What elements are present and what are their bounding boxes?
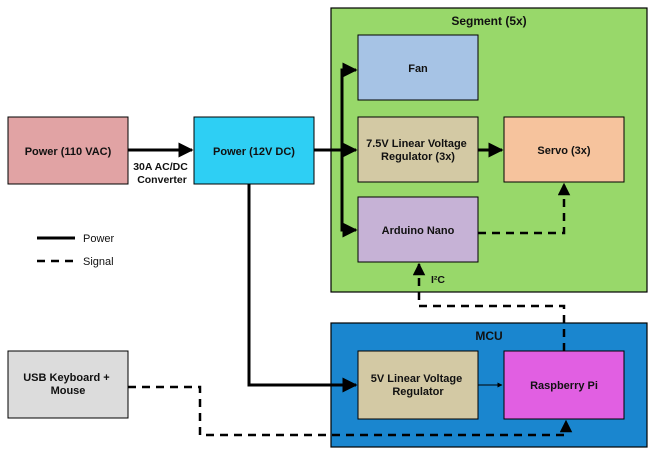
servo-label: Servo (3x) [537, 145, 591, 157]
svg-text:Servo (3x): Servo (3x) [537, 145, 591, 157]
svg-text:Power (110 VAC): Power (110 VAC) [25, 146, 112, 158]
usb-keyboard-mouse-label-line2: Mouse [51, 385, 86, 397]
power-110vac-box [7, 116, 129, 185]
i2c-label: I²C [431, 274, 445, 286]
power-12vdc-block: Power (12V DC) [193, 116, 315, 185]
segment-group-title: Segment (5x) [451, 14, 526, 28]
power-12vdc-label: Power (12V DC) [213, 146, 295, 158]
converter-label-line2: Converter [137, 174, 187, 186]
svg-text:Power (12V DC): Power (12V DC) [213, 146, 295, 158]
regulator-7v5-label-line2: Regulator (3x) [381, 151, 455, 163]
signal-line-usb-to-rpi [128, 385, 573, 437]
power-line-bus-to-fan [340, 62, 358, 150]
power-line-12-to-regulator-5v [247, 184, 358, 393]
power-12vdc-box [193, 116, 315, 185]
svg-text:Raspberry Pi: Raspberry Pi [530, 380, 598, 392]
legend-signal-label: Signal [83, 256, 114, 268]
power-110vac-block: Power (110 VAC) [7, 116, 129, 185]
arduino-nano-label: Arduino Nano [382, 225, 455, 237]
legend-power-label: Power [83, 233, 115, 245]
regulator-5v-block: 5V Linear Voltage Regulator [357, 350, 479, 420]
signal-line-arduino-to-servo [478, 182, 571, 235]
mcu-group-title: MCU [475, 329, 502, 343]
fan-block: Fan [357, 34, 479, 101]
svg-text:5V Linear Voltage Regula: 5V Linear Voltage Regulator [371, 373, 466, 398]
regulator-7v5-block: 7.5V Linear Voltage Regulator (3x) [357, 116, 479, 183]
servo-block: Servo (3x) [503, 116, 625, 183]
svg-text:Arduino Nano: Arduino Nano [382, 225, 455, 237]
power-connections [128, 62, 504, 393]
converter-label-line1: 30A AC/DC [133, 161, 188, 173]
arduino-nano-block: Arduino Nano [357, 196, 479, 263]
fan-label: Fan [408, 63, 428, 75]
svg-text:7.5V Linear Voltage Regu: 7.5V Linear Voltage Regulator (3x) [366, 138, 470, 163]
signal-line-rpi-to-arduino-i2c [412, 262, 566, 351]
raspberry-pi-block: Raspberry Pi [503, 350, 625, 420]
regulator-7v5-box [357, 116, 479, 183]
regulator-7v5-label-line1: 7.5V Linear Voltage [366, 138, 467, 150]
power-110vac-label: Power (110 VAC) [25, 146, 112, 158]
raspberry-pi-label: Raspberry Pi [530, 380, 598, 392]
regulator-5v-box [357, 350, 479, 420]
regulator-5v-label-line2: Regulator [392, 386, 444, 398]
legend: Power Signal [37, 233, 115, 268]
fan-box [357, 34, 479, 101]
arduino-nano-box [357, 196, 479, 263]
raspberry-pi-box [503, 350, 625, 420]
servo-box [503, 116, 625, 183]
svg-text:Fan: Fan [408, 63, 428, 75]
svg-text:30A AC/DC Converter: 30A AC/DC Converter [133, 161, 191, 186]
svg-text:USB Keyboard + Mouse: USB Keyboard + Mouse [23, 372, 113, 397]
power-line-bus-to-arduino [340, 150, 358, 238]
usb-keyboard-mouse-box [7, 350, 129, 419]
usb-keyboard-mouse-label-line1: USB Keyboard + [23, 372, 110, 384]
usb-keyboard-mouse-block: USB Keyboard + Mouse [7, 350, 129, 419]
signal-connections [128, 182, 573, 437]
regulator-5v-label-line1: 5V Linear Voltage [371, 373, 463, 385]
